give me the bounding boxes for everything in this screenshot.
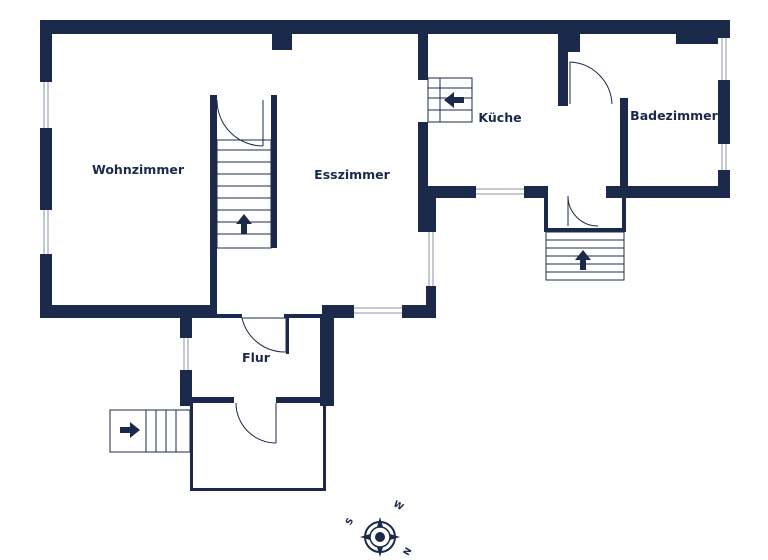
room-label-esszimmer: Esszimmer [314,167,391,182]
back-stair [545,231,625,281]
room-label-wohnzimmer: Wohnzimmer [92,162,185,177]
back-door [567,195,599,227]
compass-n-label: N [402,546,414,558]
arrow-left-icon [444,92,464,108]
hallway-door [241,317,287,353]
arrow-up-icon [236,214,252,234]
room-label-kueche: Küche [478,110,521,125]
windows [43,38,727,370]
room-label-badezimmer: Badezimmer [630,108,718,123]
bathroom-door [569,61,613,105]
arrow-up-icon [575,250,591,270]
walls [40,20,730,491]
compass-rose-icon: S W N [344,499,414,557]
front-door [235,402,277,444]
compass-w-label: W [391,499,405,513]
arrow-right-icon [120,422,140,438]
room-label-flur: Flur [242,350,271,365]
front-stair [109,409,191,453]
compass-s-label: S [344,517,356,528]
